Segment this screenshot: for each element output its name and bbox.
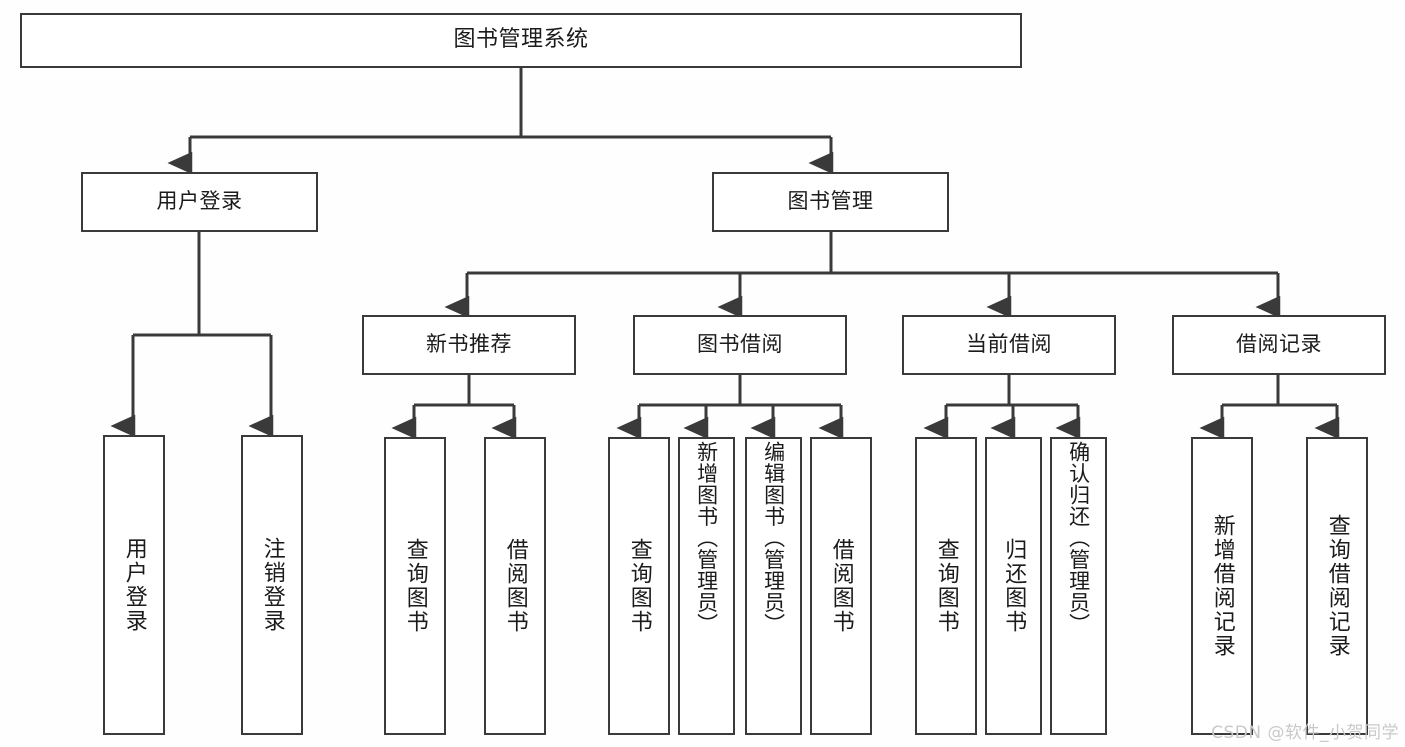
node-leaf-query-record-label: 查询借阅记录 [1324,514,1350,658]
node-leaf-logout[interactable]: 注销登录 [241,435,303,735]
node-book-borrow[interactable]: 图书借阅 [633,315,847,375]
node-root-label: 图书管理系统 [453,27,589,53]
node-borrow-record-label: 借阅记录 [1236,332,1322,357]
node-book-borrow-label: 图书借阅 [697,332,783,357]
csdn-watermark: CSDN @软件_小贺同学 [1211,723,1399,743]
node-leaf-add-record-label: 新增借阅记录 [1209,514,1235,658]
node-root[interactable]: 图书管理系统 [20,13,1022,68]
node-book-manage[interactable]: 图书管理 [712,172,949,232]
node-leaf-query-book-1-label: 查询图书 [402,538,428,634]
node-leaf-logout-label: 注销登录 [259,537,285,633]
node-new-book-rec[interactable]: 新书推荐 [362,315,576,375]
node-user-login-label: 用户登录 [156,189,243,214]
node-leaf-user-login[interactable]: 用户登录 [103,435,165,735]
node-leaf-query-record[interactable]: 查询借阅记录 [1306,437,1368,735]
node-leaf-query-book-2[interactable]: 查询图书 [608,437,670,735]
node-leaf-confirm-return[interactable]: 确认归还（管理员） [1050,437,1107,735]
node-leaf-query-book-3-label: 查询图书 [933,538,959,634]
node-leaf-edit-book[interactable]: 编辑图书（管理员） [745,437,802,735]
node-leaf-query-book-1[interactable]: 查询图书 [384,437,446,735]
node-current-borrow-label: 当前借阅 [966,332,1052,357]
node-leaf-add-book-label: 新增图书（管理员） [694,441,719,635]
node-user-login[interactable]: 用户登录 [81,172,318,232]
node-leaf-add-book[interactable]: 新增图书（管理员） [678,437,735,735]
node-leaf-return-book[interactable]: 归还图书 [985,437,1042,735]
node-book-manage-label: 图书管理 [787,189,874,214]
node-current-borrow[interactable]: 当前借阅 [902,315,1116,375]
node-leaf-borrow-book-2[interactable]: 借阅图书 [810,437,872,735]
node-borrow-record[interactable]: 借阅记录 [1172,315,1386,375]
node-leaf-add-record[interactable]: 新增借阅记录 [1191,437,1253,735]
node-leaf-borrow-book-1[interactable]: 借阅图书 [484,437,546,735]
node-leaf-return-book-label: 归还图书 [1001,538,1027,634]
node-leaf-confirm-return-label: 确认归还（管理员） [1066,441,1091,635]
node-leaf-query-book-3[interactable]: 查询图书 [915,437,977,735]
node-leaf-user-login-label: 用户登录 [121,537,147,633]
node-leaf-query-book-2-label: 查询图书 [626,538,652,634]
node-leaf-borrow-book-2-label: 借阅图书 [828,538,854,634]
node-leaf-edit-book-label: 编辑图书（管理员） [761,441,786,635]
node-new-book-rec-label: 新书推荐 [426,332,512,357]
node-leaf-borrow-book-1-label: 借阅图书 [502,538,528,634]
